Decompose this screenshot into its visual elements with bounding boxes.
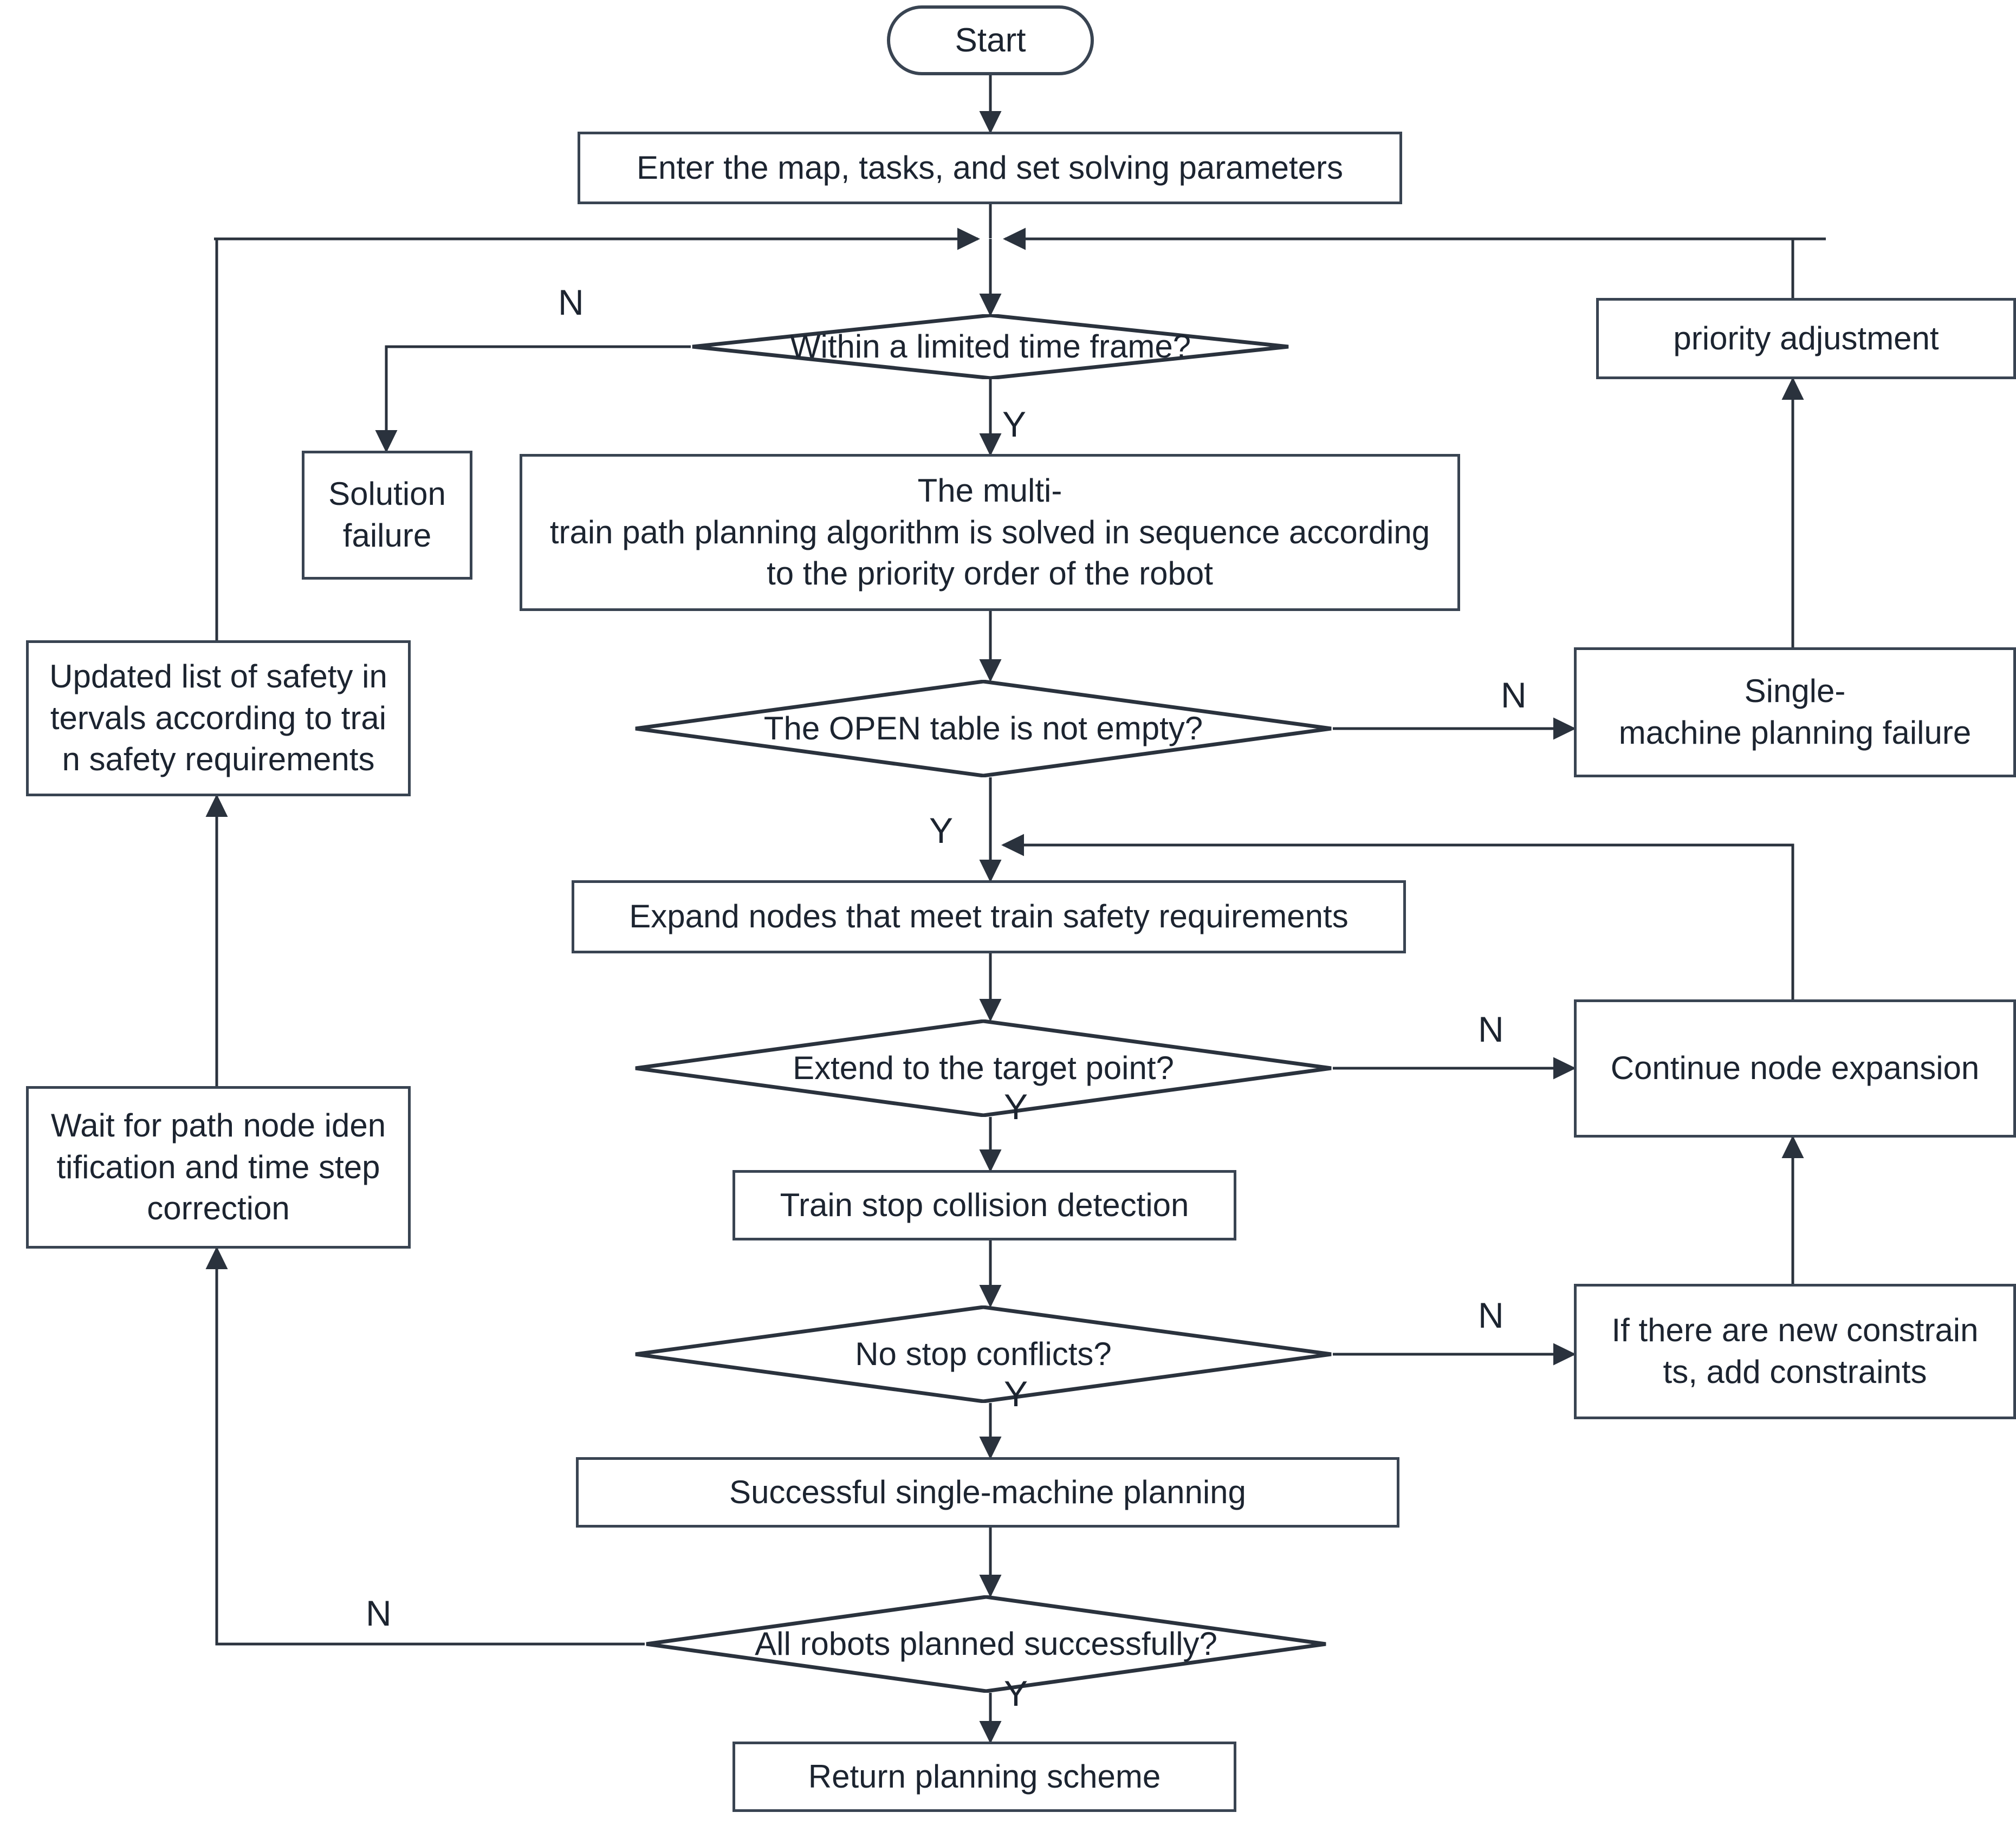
node-no-stop-conflicts[interactable]: No stop conflicts? — [634, 1305, 1333, 1403]
node-enter-params-label: Enter the map, tasks, and set solving pa… — [637, 149, 1343, 186]
node-time-frame-label: Within a limited time frame? — [789, 328, 1191, 365]
edge-label-all-robots-yes: Y — [1004, 1673, 1028, 1713]
edge-label-no-stop-conflicts-no: N — [1478, 1295, 1504, 1335]
node-successful-single[interactable]: Successful single-machine planning — [576, 1457, 1399, 1528]
node-single-machine-failure-label: Single- machine planning failure — [1618, 673, 1972, 751]
node-multi-train[interactable]: The multi- train path planning algorithm… — [520, 454, 1460, 611]
node-train-stop-collision[interactable]: Train stop collision detection — [732, 1170, 1236, 1240]
edge-label-no-stop-conflicts-yes: Y — [1004, 1374, 1028, 1414]
node-priority-adjustment[interactable]: priority adjustment — [1596, 298, 2016, 379]
node-solution-failure-label: Solution failure — [328, 476, 446, 554]
edge-label-extend-target-yes: Y — [1004, 1087, 1028, 1127]
node-return-scheme[interactable]: Return planning scheme — [732, 1742, 1236, 1812]
decision-outline — [645, 1595, 1327, 1693]
edge-label-open-table-yes: Y — [929, 810, 954, 850]
node-expand-nodes-label: Expand nodes that meet train safety requ… — [629, 898, 1349, 935]
node-enter-params[interactable]: Enter the map, tasks, and set solving pa… — [578, 132, 1402, 204]
edge-label-time-frame-yes: Y — [1002, 404, 1027, 444]
node-open-table-label: The OPEN table is not empty? — [763, 710, 1203, 746]
edge-label-all-robots-no: N — [366, 1593, 392, 1633]
node-multi-train-label: The multi- train path planning algorithm… — [549, 472, 1430, 592]
node-no-stop-conflicts-label: No stop conflicts? — [855, 1335, 1112, 1372]
node-expand-nodes[interactable]: Expand nodes that meet train safety requ… — [572, 880, 1406, 953]
decision-outline — [634, 1305, 1333, 1403]
node-updated-safety-label: Updated list of safety in tervals accord… — [49, 658, 387, 778]
edge-label-extend-target-no: N — [1478, 1009, 1504, 1049]
node-wait-path-node[interactable]: Wait for path node iden tification and t… — [26, 1086, 411, 1249]
edge-label-open-table-no: N — [1501, 675, 1527, 715]
node-continue-expansion-label: Continue node expansion — [1610, 1050, 1980, 1087]
decision-outline — [634, 680, 1333, 777]
node-open-table[interactable]: The OPEN table is not empty? — [634, 680, 1333, 777]
node-extend-target[interactable]: Extend to the target point? — [634, 1019, 1333, 1117]
node-continue-expansion[interactable]: Continue node expansion — [1574, 999, 2016, 1138]
node-new-constraints-label: If there are new constrain ts, add const… — [1611, 1312, 1979, 1390]
node-all-robots-label: All robots planned successfully? — [755, 1625, 1217, 1662]
node-start[interactable]: Start — [887, 5, 1094, 75]
edge-label-time-frame-no: N — [558, 282, 584, 322]
node-return-scheme-label: Return planning scheme — [808, 1758, 1161, 1795]
node-successful-single-label: Successful single-machine planning — [729, 1473, 1246, 1510]
node-extend-target-label: Extend to the target point? — [793, 1049, 1174, 1086]
decision-outline — [691, 314, 1290, 379]
node-priority-adjustment-label: priority adjustment — [1673, 320, 1939, 356]
node-start-label: Start — [955, 21, 1026, 59]
node-new-constraints[interactable]: If there are new constrain ts, add const… — [1574, 1284, 2016, 1419]
node-train-stop-collision-label: Train stop collision detection — [780, 1186, 1189, 1223]
node-solution-failure[interactable]: Solution failure — [302, 451, 472, 580]
node-time-frame[interactable]: Within a limited time frame? — [691, 314, 1290, 379]
node-updated-safety[interactable]: Updated list of safety in tervals accord… — [26, 640, 411, 796]
node-wait-path-node-label: Wait for path node iden tification and t… — [50, 1107, 386, 1227]
node-single-machine-failure[interactable]: Single- machine planning failure — [1574, 647, 2016, 777]
node-all-robots[interactable]: All robots planned successfully? — [645, 1595, 1327, 1693]
